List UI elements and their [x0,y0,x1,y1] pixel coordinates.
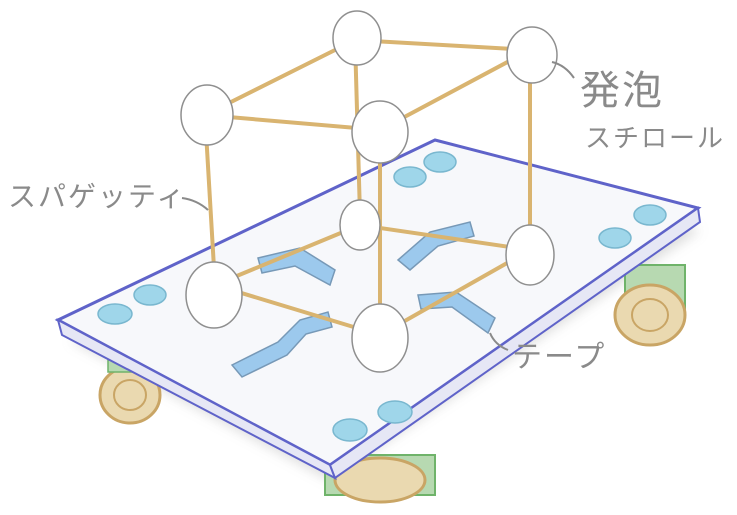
foam-label-line1: 発泡 [580,68,664,114]
board-edge-side [328,206,702,480]
foam-block [332,10,382,66]
foam-block [351,100,409,164]
foam-blocks [180,10,558,373]
gel-pads [97,151,667,442]
tape-label: テープ [512,340,607,375]
gel-pad [97,303,133,325]
spaghetti-stick [203,113,382,132]
leader-line-spaghetti [181,197,209,211]
foam-block [180,84,234,146]
tape-strip [230,311,333,378]
gel-pad [393,166,427,188]
wheel-back-right [613,264,687,347]
spaghetti-stick [358,223,532,252]
gel-pad [332,418,368,442]
leader-line-tape [489,332,509,351]
spaghetti-stick [213,223,362,287]
gel-pad [633,204,667,226]
foam-block [506,26,558,84]
foam-label-line2: スチロール [585,124,726,154]
leader-lines [181,61,575,351]
gel-pad [377,400,413,424]
foam-block [505,224,555,286]
gel-pad [598,227,632,249]
tape-strip [396,221,475,271]
spaghetti-label: スパゲッティ [8,180,187,213]
foam-block [185,261,243,329]
spaghetti-stick [353,38,532,52]
leader-line-foam [551,61,575,79]
foam-block [339,199,381,251]
gel-pad [133,284,167,306]
foam-block [351,303,409,373]
gel-pad [423,151,457,173]
